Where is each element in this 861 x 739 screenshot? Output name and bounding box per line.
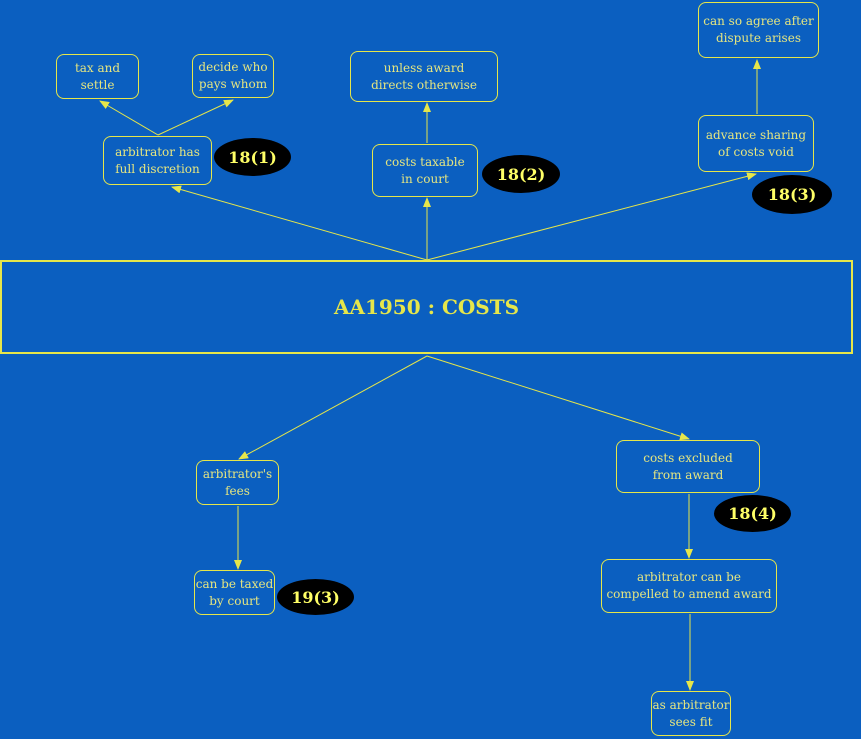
- central-topic-box: AA1950 : COSTS: [0, 260, 853, 354]
- link-central-to-advance-sharing: [426, 172, 757, 261]
- node-as-arbitrator-sees-fit: as arbitrator sees fit: [651, 691, 731, 736]
- node-arbitrators-fees: arbitrator's fees: [196, 460, 279, 505]
- link-central-to-full-discretion: [171, 185, 428, 261]
- node-arbitrator-full-discretion: arbitrator has full discretion: [103, 136, 212, 185]
- node-advance-sharing-void: advance sharing of costs void: [698, 115, 814, 172]
- link-central-to-costs-excluded: [426, 355, 690, 441]
- node-decide-who-pays-whom: decide who pays whom: [192, 54, 274, 98]
- badge-s18-1: 18(1): [214, 138, 291, 176]
- central-title: AA1950 : COSTS: [333, 295, 520, 319]
- node-costs-excluded-from-award: costs excluded from award: [616, 440, 760, 493]
- badge-s18-2: 18(2): [482, 155, 560, 193]
- node-tax-and-settle: tax and settle: [56, 54, 139, 99]
- badge-s18-4: 18(4): [714, 495, 791, 532]
- link-full-discretion-to-decide-who-pays: [157, 99, 234, 136]
- node-can-so-agree-after-dispute: can so agree after dispute arises: [698, 2, 819, 58]
- link-central-to-arbitrators-fees: [238, 355, 428, 460]
- node-arbitrator-compelled-to-amend: arbitrator can be compelled to amend awa…: [601, 559, 777, 613]
- badge-s19-3: 19(3): [277, 579, 354, 615]
- link-full-discretion-to-tax-settle: [99, 100, 159, 136]
- badge-s18-3: 18(3): [752, 175, 832, 214]
- node-costs-taxable-in-court: costs taxable in court: [372, 144, 478, 197]
- node-can-be-taxed-by-court: can be taxed by court: [194, 570, 275, 615]
- node-unless-award-directs-otherwise: unless award directs otherwise: [350, 51, 498, 102]
